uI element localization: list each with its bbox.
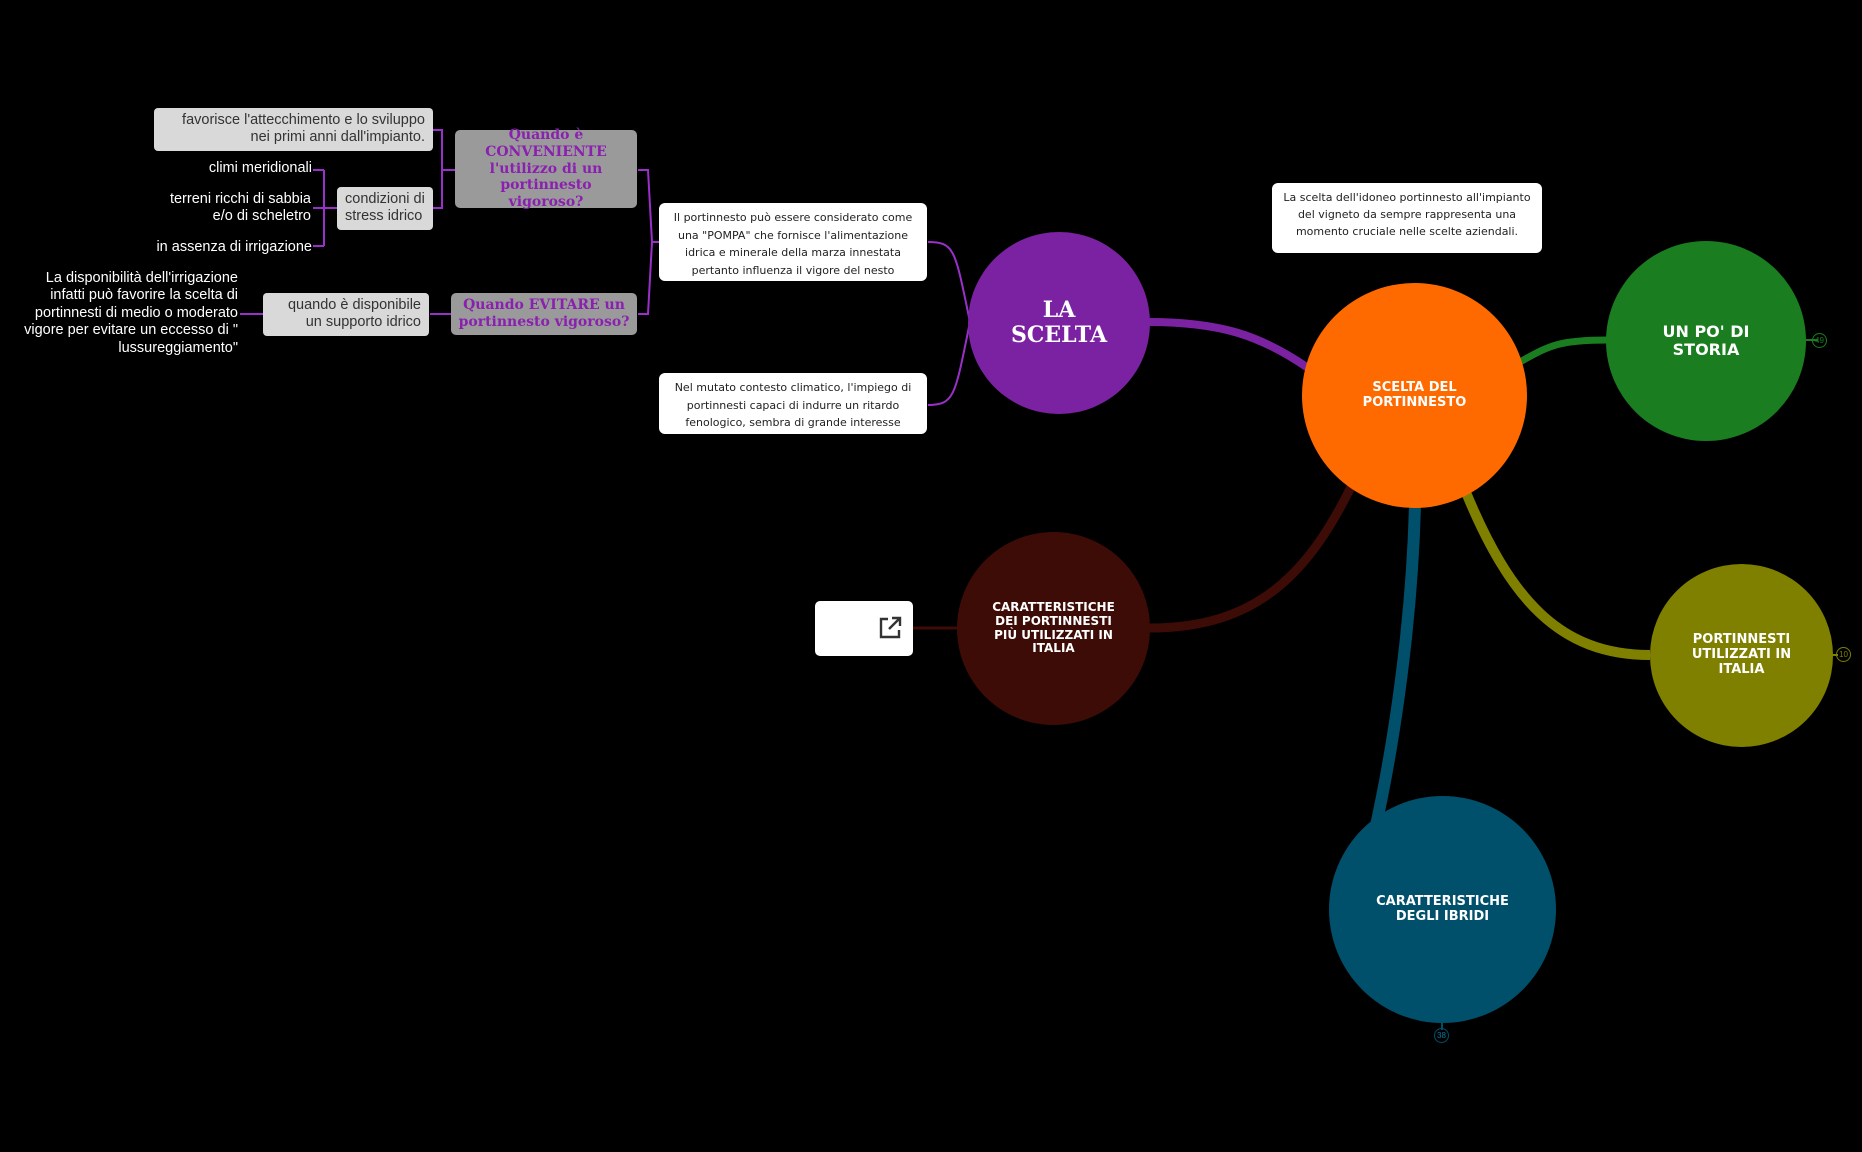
- answer-stress[interactable]: condizioni di stress idrico: [337, 187, 433, 230]
- link-scelta-clima: [927, 321, 971, 406]
- branch-utilizzati-label: Portinnesti utilizzati in Italia: [1691, 632, 1792, 677]
- question-evitare[interactable]: Quando EVITARE un portinnesto vigoroso?: [451, 293, 637, 335]
- answer-attecchimento[interactable]: favorisce l'attecchimento e lo sviluppo …: [154, 108, 433, 151]
- branch-scelta[interactable]: La scelta: [968, 232, 1150, 414]
- central-topic-label: Scelta del portinnesto: [1362, 379, 1467, 410]
- link-conveniente-attecchimento: [433, 129, 455, 171]
- irrigazione-note: La disponibilità dell'irrigazione infatt…: [24, 270, 238, 356]
- branch-ibridi-label: Caratteristiche degli ibridi: [1376, 893, 1509, 924]
- stress-item-climi: climi meridionali: [208, 160, 312, 176]
- external-link-icon: [879, 616, 902, 639]
- branch-utilizzati[interactable]: Portinnesti utilizzati in Italia: [1650, 564, 1833, 747]
- branch-storia[interactable]: Un po' di storia: [1606, 241, 1806, 441]
- stress-item-terreni: terreni ricchi di sabbia e/o di scheletr…: [169, 191, 311, 225]
- central-topic[interactable]: Scelta del portinnesto: [1302, 283, 1527, 508]
- question-conveniente[interactable]: Quando è CONVENIENTE l'utilizzo di un po…: [455, 127, 637, 210]
- link-central-caratteristiche: [1149, 483, 1357, 633]
- link-central-scelta: [1147, 318, 1311, 372]
- link-scelta-pompa: [927, 241, 971, 323]
- central-note: La scelta dell'idoneo portinnesto all'im…: [1272, 183, 1542, 253]
- note-pompa: Il portinnesto può essere considerato co…: [659, 203, 927, 281]
- link-central-ibridi: [1369, 504, 1421, 832]
- collapse-badge-storia[interactable]: 49: [1812, 333, 1827, 348]
- external-link-box[interactable]: [815, 601, 913, 656]
- branch-storia-label: Un po' di storia: [1662, 321, 1750, 359]
- link-conveniente-stress: [433, 170, 443, 209]
- link-pompa-conveniente: [638, 169, 660, 243]
- link-central-utilizzati: [1460, 488, 1651, 660]
- stress-item-irrigazione: in assenza di irrigazione: [156, 239, 312, 255]
- collapse-badge-ibridi[interactable]: 38: [1434, 1028, 1449, 1043]
- note-clima: Nel mutato contesto climatico, l'impiego…: [659, 373, 927, 434]
- branch-caratteristiche[interactable]: Caratteristiche dei portinnesti più util…: [957, 532, 1150, 725]
- link-pompa-evitare: [638, 241, 653, 315]
- branch-ibridi[interactable]: Caratteristiche degli ibridi: [1329, 796, 1556, 1023]
- answer-supporto[interactable]: quando è disponibile un supporto idrico: [263, 293, 429, 336]
- branch-caratteristiche-label: Caratteristiche dei portinnesti più util…: [992, 599, 1115, 656]
- link-stress-items: [313, 169, 337, 247]
- link-central-storia: [1518, 336, 1609, 366]
- branch-scelta-label: La scelta: [1010, 296, 1108, 348]
- collapse-badge-utilizzati[interactable]: 10: [1836, 647, 1851, 662]
